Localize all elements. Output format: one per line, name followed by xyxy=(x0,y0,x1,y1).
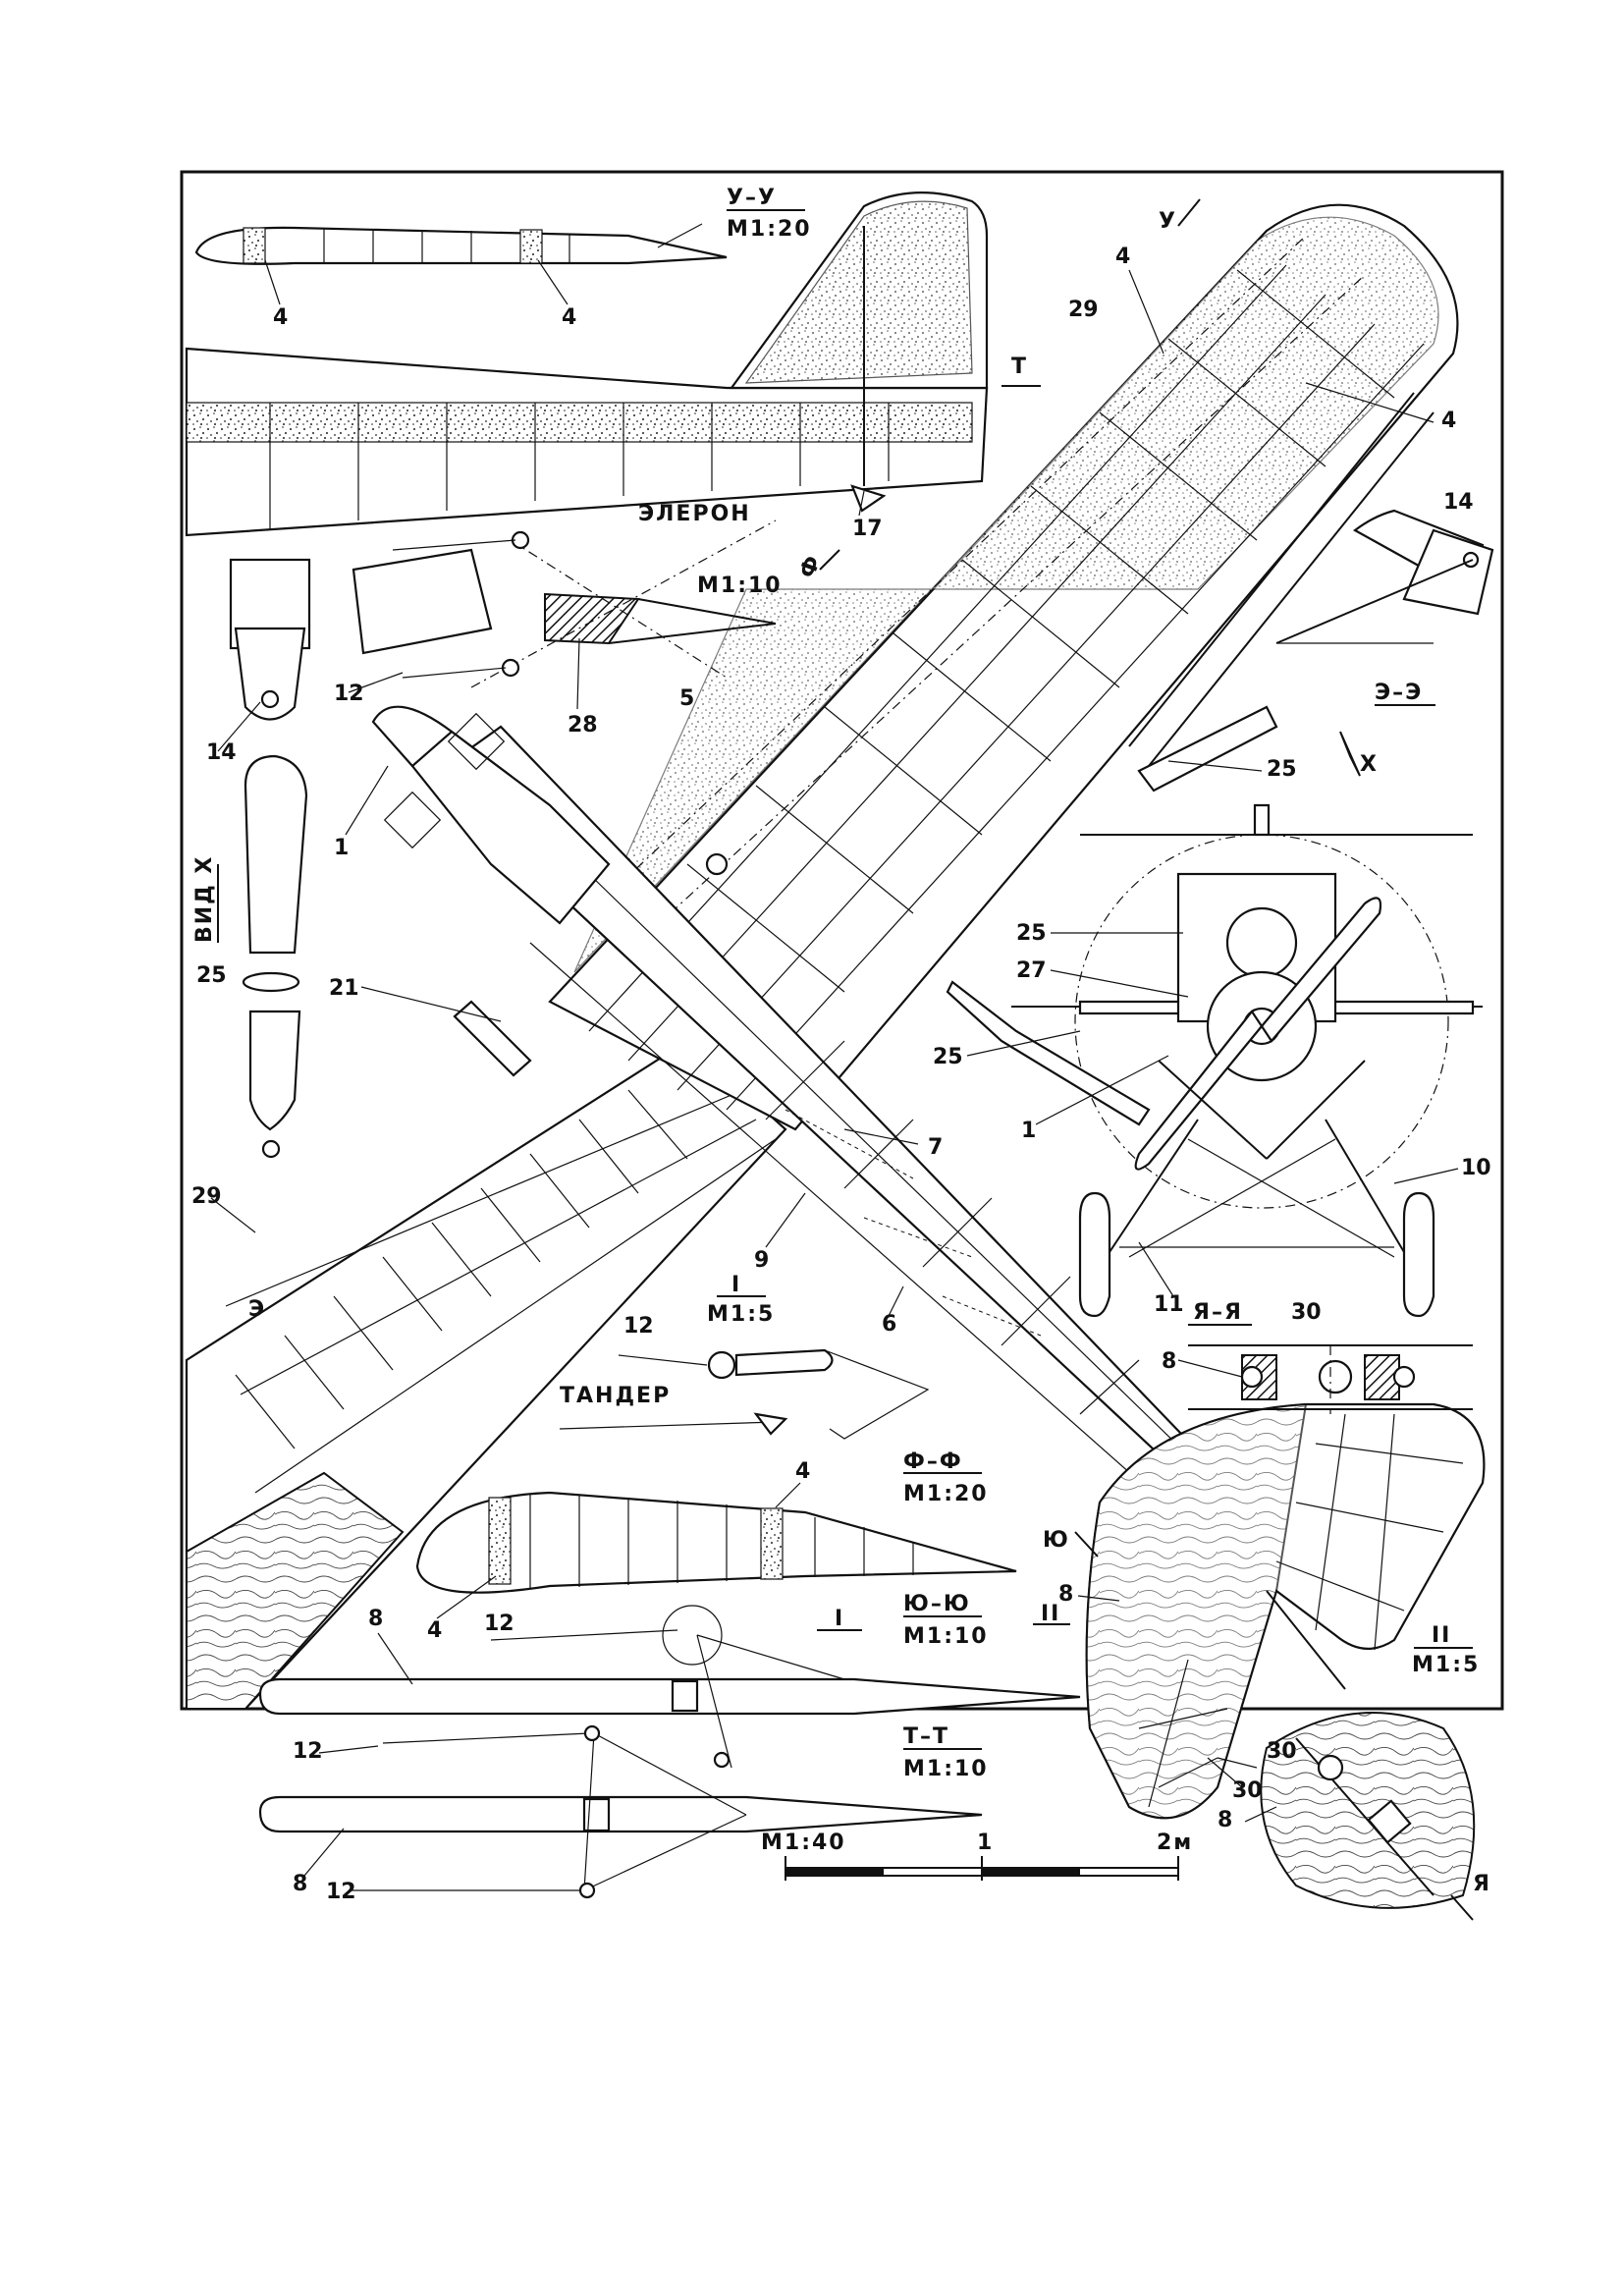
callout: 12 xyxy=(326,1880,356,1904)
x-arrow-icon xyxy=(1339,731,1361,777)
title-ee: Э–Э xyxy=(1375,681,1423,705)
scale-ff: М1:20 xyxy=(903,1482,989,1506)
scale-uu: М1:20 xyxy=(727,217,812,242)
callout: 29 xyxy=(1068,298,1099,322)
marker-t: Т xyxy=(1011,355,1028,379)
title-detail-ii: II xyxy=(1432,1623,1451,1648)
callout: 27 xyxy=(1016,958,1047,983)
callout: 12 xyxy=(623,1314,654,1339)
tander-label: ТАНДЕР xyxy=(560,1384,671,1408)
title-yuyu: Ю–Ю xyxy=(903,1592,971,1616)
scale-bar-mid: 1 xyxy=(977,1831,994,1855)
section-ff xyxy=(415,1491,1017,1594)
callout: 8 xyxy=(1218,1808,1232,1832)
interplane-strut-25 xyxy=(946,705,1278,1126)
leader-lines xyxy=(210,259,1459,1877)
scale-tt: М1:10 xyxy=(903,1757,989,1781)
scale-bar-title: М1:40 xyxy=(761,1831,846,1855)
callout: 12 xyxy=(484,1612,514,1636)
callout: 30 xyxy=(1267,1739,1297,1764)
tailplane-plan xyxy=(1085,1402,1486,1820)
scale-yuyu: М1:10 xyxy=(903,1624,989,1649)
title-uu: У–У xyxy=(727,186,777,210)
interplane-strut xyxy=(453,1000,532,1077)
view-x-strut xyxy=(229,558,311,1159)
callout: 7 xyxy=(928,1135,943,1160)
callout: 4 xyxy=(427,1618,442,1643)
callout: 17 xyxy=(852,517,883,541)
cut-yu: Ю xyxy=(1043,1528,1070,1553)
callout: 14 xyxy=(1443,490,1474,515)
title-tt: Т–Т xyxy=(903,1724,949,1749)
callout: 10 xyxy=(1461,1156,1491,1180)
title-yaya: Я–Я xyxy=(1193,1300,1243,1325)
callout: 11 xyxy=(1154,1292,1184,1317)
callout: 12 xyxy=(334,682,364,706)
x-arrow-label: Х xyxy=(1360,752,1379,777)
callout: 5 xyxy=(679,686,694,711)
engine-nose-plan xyxy=(371,705,611,925)
callout: 8 xyxy=(1162,1349,1176,1374)
callout-numbers: 4 4 17 4 29 4 14 14 12 28 5 25 1 25 25 2… xyxy=(191,245,1491,1904)
lower-wing-plan xyxy=(185,1039,787,1711)
aileron-scale: М1:10 xyxy=(697,574,783,598)
cut-u: У xyxy=(1159,209,1177,234)
callout: 12 xyxy=(293,1739,323,1764)
detail-ii xyxy=(1260,1712,1476,1909)
callout: 4 xyxy=(1115,245,1130,269)
cut-f: Ф xyxy=(795,551,827,581)
callout: 8 xyxy=(293,1872,307,1896)
callout: 4 xyxy=(273,305,288,330)
cut-e: Э xyxy=(248,1297,266,1322)
callout: 8 xyxy=(368,1607,383,1631)
callout: 9 xyxy=(754,1248,769,1273)
scale-bar xyxy=(785,1856,1179,1881)
callout: 25 xyxy=(933,1045,963,1069)
aileron-detail xyxy=(352,519,777,688)
scale-detail-i: М1:5 xyxy=(707,1302,775,1327)
callout: 25 xyxy=(1016,921,1047,946)
callout: 14 xyxy=(206,740,237,765)
detail-i xyxy=(559,1348,930,1440)
callout: 4 xyxy=(795,1459,810,1484)
callout: 21 xyxy=(329,976,359,1001)
title-ff: Ф–Ф xyxy=(903,1449,963,1474)
marker-i: I xyxy=(835,1607,844,1631)
section-tt xyxy=(258,1724,983,1899)
section-ee xyxy=(1275,509,1494,644)
callout: 1 xyxy=(334,836,349,860)
aileron-title: ЭЛЕРОН xyxy=(638,502,751,526)
cut-markers xyxy=(819,198,1474,1921)
scale-detail-ii: М1:5 xyxy=(1412,1653,1480,1677)
front-view xyxy=(1011,803,1483,1318)
cut-ya: Я xyxy=(1473,1872,1491,1896)
callout: 28 xyxy=(568,713,598,738)
view-x-title: ВИД Х xyxy=(192,855,217,943)
section-yuyu xyxy=(258,1605,1081,1769)
callout: 6 xyxy=(882,1312,896,1337)
callout: 1 xyxy=(1021,1119,1036,1143)
callout: 4 xyxy=(562,305,576,330)
upper-wing-plan xyxy=(548,203,1459,1131)
callout: 4 xyxy=(1441,409,1456,433)
callout: 25 xyxy=(1267,757,1297,782)
wing-elevation-top xyxy=(185,191,989,537)
callout: 30 xyxy=(1291,1300,1322,1325)
callout: 25 xyxy=(196,963,227,988)
callout: 29 xyxy=(191,1184,222,1209)
marker-ii: II xyxy=(1041,1602,1060,1626)
callout: 8 xyxy=(1058,1582,1073,1607)
title-detail-i: I xyxy=(731,1273,741,1297)
scale-bar-end: 2м xyxy=(1157,1831,1193,1855)
section-ya xyxy=(1188,1344,1473,1414)
wing-section-uu xyxy=(194,223,728,265)
